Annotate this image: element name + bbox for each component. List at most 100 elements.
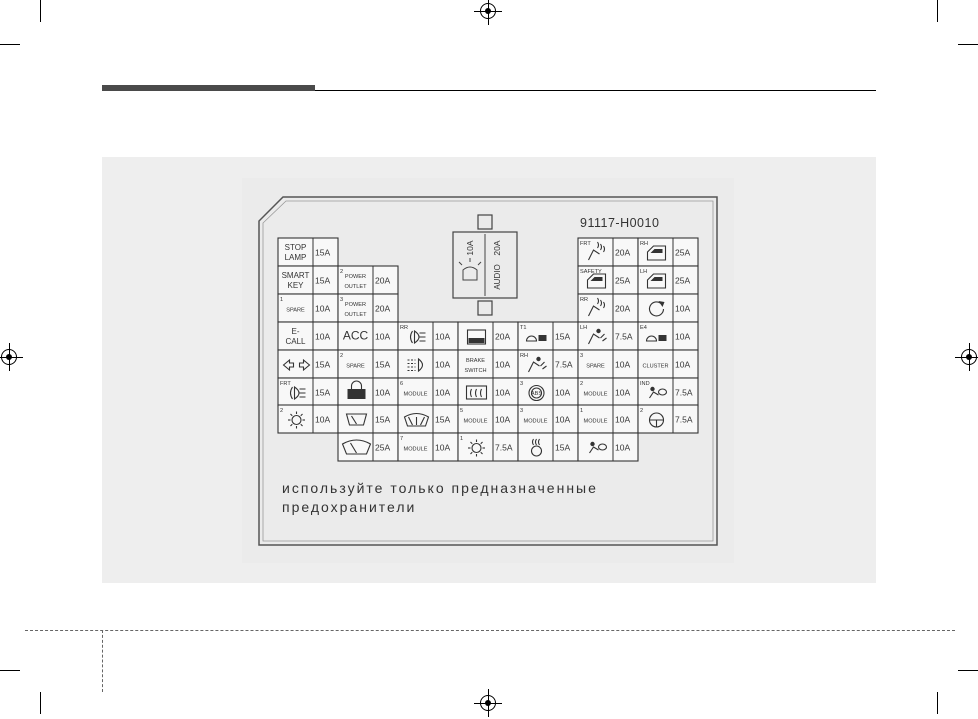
- power-window-icon: [646, 273, 667, 289]
- fuse-amperage: 10A: [675, 332, 690, 342]
- fuse-slot: 15A: [517, 432, 579, 462]
- fuse-amperage: 20A: [375, 304, 390, 314]
- fuse-slot: 20A: [457, 321, 519, 351]
- fuse-amperage: 7.5A: [615, 332, 633, 342]
- fuse-amperage: 15A: [555, 443, 570, 453]
- part-number: 91117-H0010: [580, 216, 659, 230]
- fuse-index: FRT: [580, 241, 591, 247]
- fuse-amperage: 20A: [495, 332, 510, 342]
- fuse-slot: 10A: [637, 293, 699, 323]
- header-rule: [315, 90, 876, 91]
- fuse-index: 2: [340, 269, 343, 275]
- fuse-amperage: 10A: [555, 415, 570, 425]
- header-accent-bar: [102, 85, 315, 91]
- fuse-amperage: 15A: [555, 332, 570, 342]
- fuse-amperage: 7.5A: [675, 415, 693, 425]
- cover-outline: [258, 196, 718, 546]
- fuse-label-line-2: SWITCH: [464, 368, 486, 374]
- fuse-amperage: 15A: [375, 415, 390, 425]
- rotation-icon: [648, 301, 665, 317]
- fuse-amperage: 10A: [675, 304, 690, 314]
- relay-right-amp: 20A: [492, 240, 502, 255]
- fuse-slot: 20A FRT: [577, 237, 639, 267]
- crop-mark: [958, 44, 978, 45]
- seat-heater-icon: [588, 241, 606, 261]
- seat-heater-icon: [588, 297, 606, 317]
- crop-mark: [40, 692, 41, 714]
- footer-dashed-rule: [25, 630, 955, 631]
- abs-icon: ABS: [528, 384, 545, 402]
- fuse-amperage: 10A: [435, 388, 450, 398]
- fuse-label: ACC: [343, 329, 369, 343]
- fuse-amperage: 10A: [315, 415, 330, 425]
- crop-mark: [40, 0, 41, 22]
- fuse-label: MODULE: [584, 392, 608, 398]
- fuse-label-line-2: CALL: [285, 337, 306, 346]
- fuse-index: 1: [580, 408, 583, 414]
- registration-mark-icon: [474, 689, 502, 717]
- cover-inner-outline: [262, 200, 714, 542]
- cluster-icon: [525, 335, 547, 342]
- fuse-amperage: 15A: [435, 415, 450, 425]
- fuse-slot: 10A: [397, 349, 459, 379]
- fuse-label: MODULE: [404, 447, 428, 453]
- fuse-label: E-: [292, 327, 300, 336]
- fuse-label: SMART: [282, 271, 310, 280]
- fuse-label-line-2: LAMP: [285, 253, 307, 262]
- fuse-index: SAFETY: [580, 269, 602, 275]
- headlamp-icon: [407, 357, 424, 373]
- warning-text-line-1: используйте только предназначенные: [282, 480, 598, 496]
- fuse-index: 7: [400, 436, 403, 442]
- crop-mark: [958, 670, 978, 671]
- fuse-index: 1: [460, 436, 463, 442]
- fuse-amperage: 10A: [495, 415, 510, 425]
- fuse-slot: 15A: [277, 349, 339, 379]
- fuse-amperage: 10A: [675, 360, 690, 370]
- fog-lamp-icon: [289, 385, 306, 401]
- fuse-amperage: 15A: [315, 248, 330, 258]
- fuse-amperage: 10A: [375, 332, 390, 342]
- fuse-slot: 10A E4: [637, 321, 699, 351]
- fuse-index: 3: [520, 408, 523, 414]
- rear-defog-icon: [465, 385, 488, 400]
- fuse-label: BRAKE: [466, 358, 485, 364]
- fuse-slot: 10A: [457, 377, 519, 407]
- fuse-slot: 15A: [337, 404, 399, 434]
- fuse-index: E4: [640, 325, 647, 331]
- fuse-label-line-2: KEY: [287, 281, 304, 290]
- fuse-index: RR: [400, 325, 408, 331]
- fuse-amperage: 20A: [615, 248, 630, 258]
- fuse-slot: 10A CLUSTER: [637, 349, 699, 379]
- fuse-label: SPARE: [346, 364, 365, 370]
- fuse-slot: 7.5A2: [637, 404, 699, 434]
- washer-icon: [403, 412, 430, 427]
- fuse-slot: 7.5A1: [457, 432, 519, 462]
- fuse-amperage: 10A: [375, 388, 390, 398]
- fuse-label: POWER: [345, 302, 366, 308]
- fuse-label-line-2: OUTLET: [344, 284, 367, 290]
- airbag-icon: [589, 441, 608, 454]
- crop-mark: [937, 0, 938, 22]
- heated-seat-icon: [588, 328, 607, 345]
- fuse-label: CLUSTER: [642, 364, 668, 370]
- relay-left-amp: 10A: [465, 240, 475, 255]
- airbag-icon: [649, 386, 668, 399]
- fuse-amperage: 25A: [675, 248, 690, 258]
- power-door-icon: [466, 329, 487, 345]
- fuse-amperage: 10A: [435, 443, 450, 453]
